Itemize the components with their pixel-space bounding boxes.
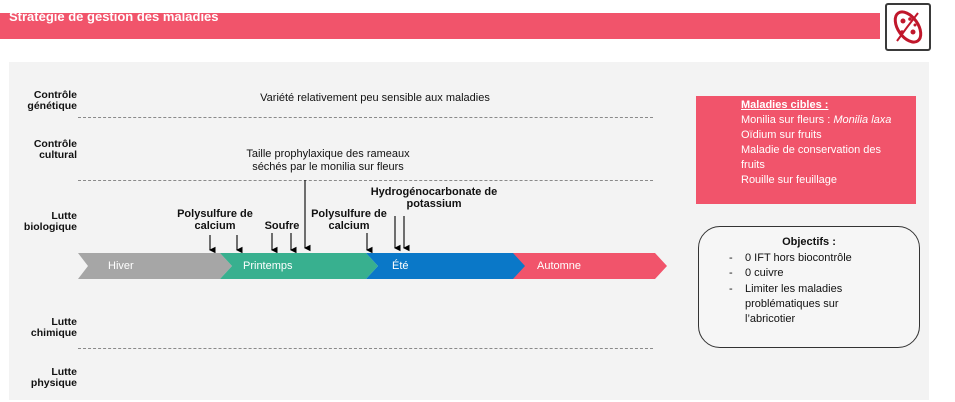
cultural-control-text: Taille prophylaxique des rameaux séchés … <box>246 148 410 173</box>
bullet: - <box>729 252 733 264</box>
separator-line <box>78 117 653 118</box>
season-label: Été <box>392 260 409 272</box>
separator-line <box>78 180 653 181</box>
season-label: Hiver <box>108 260 134 272</box>
bullet: - <box>729 283 733 295</box>
annotation-polysulfure-2: Polysulfure de calcium <box>311 208 387 232</box>
objectives-box: Objectifs : - 0 IFT hors biocontrôle - 0… <box>698 226 920 348</box>
objective-text: 0 cuivre <box>745 267 784 279</box>
row-label-cultural: Contrôle cultural <box>33 138 77 161</box>
season-ete: Été <box>366 253 526 279</box>
target-item: Rouille sur feuillage <box>741 174 837 186</box>
target-diseases-box: Maladies cibles : Monilia sur fleurs : M… <box>696 96 916 204</box>
season-label: Automne <box>537 260 582 272</box>
row-label-genetique: Contrôle génétique <box>27 89 77 112</box>
disease-leaf-icon <box>885 3 931 51</box>
target-item: Oïdium sur fruits <box>741 129 822 141</box>
objective-text: Limiter les maladies problématiques sur … <box>745 283 843 325</box>
season-automne: Automne <box>513 253 667 279</box>
annotation-hydrogenocarbonate: Hydrogénocarbonate de potassium <box>370 186 498 210</box>
target-item: Monilia sur fleurs : Monilia laxa <box>741 113 906 128</box>
season-hiver: Hiver <box>78 253 232 279</box>
row-label-chimique: Lutte chimique <box>30 316 77 339</box>
genetic-control-text: Variété relativement peu sensible aux ma… <box>260 92 490 104</box>
title-bar <box>0 13 880 39</box>
targets-title: Maladies cibles : <box>741 99 829 111</box>
annotation-soufre: Soufre <box>264 220 300 232</box>
page-title: Stratégie de gestion des maladies <box>9 9 219 24</box>
season-label: Printemps <box>243 260 293 272</box>
separator-line <box>78 348 653 349</box>
row-label-physique: Lutte physique <box>30 366 77 389</box>
objectives-title: Objectifs : <box>782 236 836 248</box>
annotation-polysulfure-1: Polysulfure de calcium <box>177 208 253 232</box>
bullet: - <box>729 267 733 279</box>
objective-text: 0 IFT hors biocontrôle <box>745 252 852 264</box>
season-printemps: Printemps <box>220 253 378 279</box>
target-item: Maladie de conservation des fruits <box>741 144 882 171</box>
target-item-species: Monilia laxa <box>833 114 892 126</box>
row-label-biologique: Lutte biologique <box>23 210 77 233</box>
target-item-text: Monilia sur fleurs : <box>741 114 834 126</box>
